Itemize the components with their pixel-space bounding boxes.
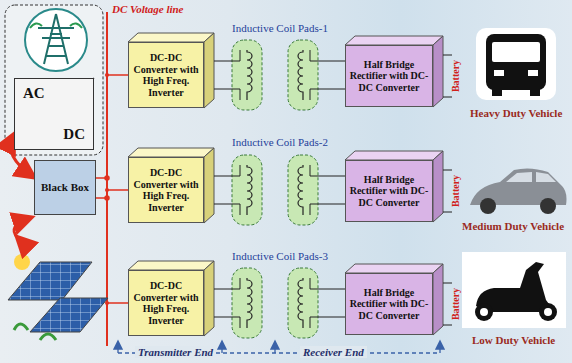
converter-box: DC-DC Converter with High Freq. Inverter <box>128 42 204 108</box>
rectifier-box: Half Bridge Rectifier with DC-DC Convert… <box>345 45 433 107</box>
node-text: Half Bridge Rectifier with DC-DC Convert… <box>349 174 429 209</box>
node-text: Half Bridge Rectifier with DC-DC Convert… <box>349 287 429 322</box>
battery-label: Battery <box>450 175 461 207</box>
vehicle-label: Heavy Duty Vehicle <box>470 107 562 119</box>
pad-label: Inductive Coil Pads-1 <box>232 22 328 34</box>
vehicle-label: Low Duty Vehicle <box>472 334 555 346</box>
rectifier-box: Half Bridge Rectifier with DC-DC Convert… <box>345 160 433 222</box>
node-text: DC-DC Converter with High Freq. Inverter <box>132 167 200 213</box>
converter-box: DC-DC Converter with High Freq. Inverter <box>128 270 204 336</box>
pad-label: Inductive Coil Pads-3 <box>232 250 328 262</box>
node-text: Black Box <box>41 181 89 194</box>
battery-label: Battery <box>450 60 461 92</box>
converter-box: DC-DC Converter with High Freq. Inverter <box>128 157 204 223</box>
black-box: Black Box <box>34 160 96 215</box>
section-label: Transmitter End <box>135 346 216 358</box>
section-label: Receiver End <box>300 346 367 358</box>
node-text: AC <box>23 85 45 102</box>
node-text: DC-DC Converter with High Freq. Inverter <box>132 280 200 326</box>
line-label: DC Voltage line <box>112 3 184 15</box>
node-text: DC-DC Converter with High Freq. Inverter <box>132 52 200 98</box>
battery-label: Battery <box>450 288 461 320</box>
vehicle-label: Medium Duty Vehicle <box>462 220 564 232</box>
node-text: Half Bridge Rectifier with DC-DC Convert… <box>349 59 429 94</box>
node-text: DC <box>63 126 85 143</box>
ac-dc-converter: AC DC <box>14 78 94 150</box>
pad-label: Inductive Coil Pads-2 <box>232 136 328 148</box>
rectifier-box: Half Bridge Rectifier with DC-DC Convert… <box>345 273 433 335</box>
